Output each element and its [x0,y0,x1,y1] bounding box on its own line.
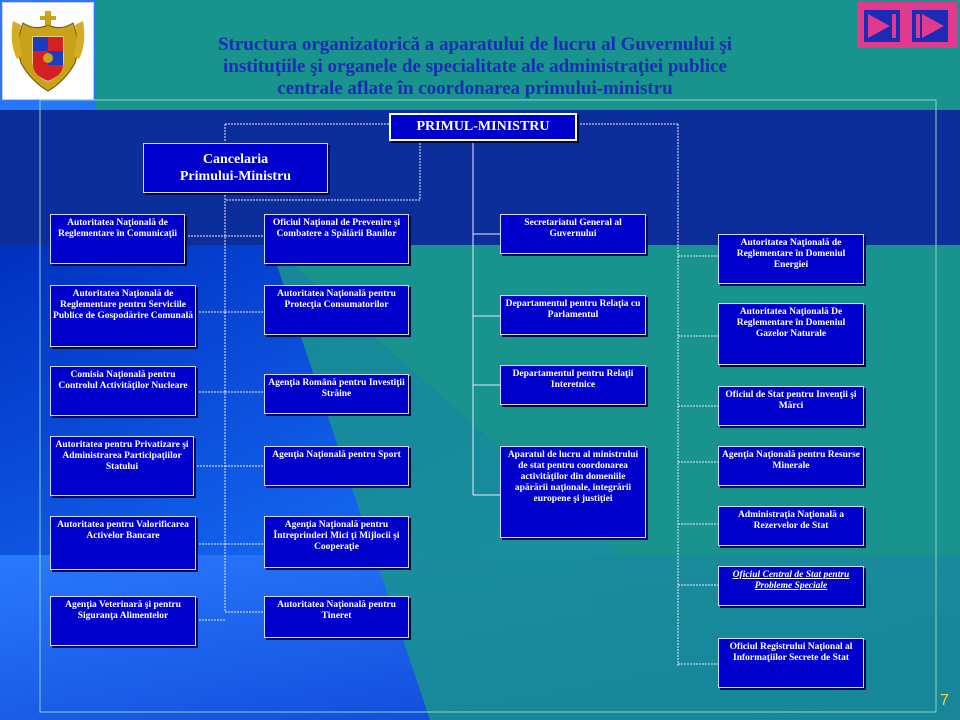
org-node-label: Agenţia Naţională pentru Sport [272,450,401,460]
org-node-middle-2: Autoritatea Naţională pentru Protecţia C… [264,285,409,335]
slide-navigation [857,2,957,48]
skip-back-icon[interactable] [864,10,900,42]
org-node-label: Autoritatea pentru Valorificarea Activel… [57,520,189,541]
org-node-center-4: Aparatul de lucru al ministrului de stat… [500,446,646,538]
title-line-3: centrale aflate în coordonarea primului-… [277,78,673,99]
org-node-label: Administraţia Naţională a Rezervelor de … [737,510,845,531]
org-node-middle-3: Agenţia Română pentru Investiţii Străine [264,374,409,414]
page-number: 7 [940,692,949,709]
org-node-middle-4: Agenţia Naţională pentru Sport [264,446,409,486]
prime-minister-label: PRIMUL-MINISTRU [416,119,550,134]
chancellery-label-1: Cancelaria [202,152,269,167]
org-node-middle-5: Agenţia Naţională pentru Întreprinderi M… [264,516,409,568]
org-node-middle-6: Autoritatea Naţională pentru Tineret [264,596,409,638]
org-node-label: Oficiul Central de Stat pentru Probleme … [732,570,850,591]
org-node-right-2: Autoritatea Naţională De Reglementare în… [718,303,864,365]
org-node-label: Oficiul de Stat pentru Invenţii şi Mărci [725,390,857,411]
org-node-left-5: Autoritatea pentru Valorificarea Activel… [50,516,196,570]
org-node-label: Autoritatea Naţională de Reglementare în… [57,218,178,239]
org-node-label: Agenţia Naţională pentru Resurse Mineral… [721,450,860,471]
org-node-label: Secretariatul General al Guvernului [524,218,622,239]
org-node-left-4: Autoritatea pentru Privatizare şi Admini… [50,436,194,496]
org-node-label: Autoritatea Naţională De Reglementare în… [736,307,846,339]
org-node-left-2: Autoritatea Naţională de Reglementare pe… [50,285,196,347]
org-node-left-6: Agenţia Veterinară şi pentru Siguranţa A… [50,596,196,646]
org-node-left-1: Autoritatea Naţională de Reglementare în… [50,214,185,264]
org-node-middle-1: Oficiul Naţional de Prevenire şi Combate… [264,214,409,264]
org-node-label: Oficiul Registrului Naţional al Informaţ… [729,642,853,663]
org-node-center-3: Departamentul pentru Relaţii Interetnice [500,365,646,405]
slide-title: Structura organizatorică a aparatului de… [100,34,850,100]
org-node-label: Autoritatea Naţională pentru Tineret [277,600,396,621]
org-node-right-3: Oficiul de Stat pentru Invenţii şi Mărci [718,386,864,426]
title-line-2: instituţiile şi organele de specialitate… [223,56,727,77]
org-node-center-1: Secretariatul General al Guvernului [500,214,646,254]
org-node-left-3: Comisia Naţională pentru Controlul Activ… [50,366,196,416]
org-node-label: Autoritatea Naţională de Reglementare în… [736,238,846,270]
org-node-label: Agenţia Veterinară şi pentru Siguranţa A… [65,600,181,621]
org-node-label: Autoritatea Naţională de Reglementare pe… [53,289,193,321]
org-node-label: Autoritatea Naţională pentru Protecţia C… [277,289,396,310]
org-node-right-6: Oficiul Central de Stat pentru Probleme … [718,566,864,606]
org-node-right-7: Oficiul Registrului Naţional al Informaţ… [718,638,864,688]
org-node-label: Oficiul Naţional de Prevenire şi Combate… [272,218,401,239]
chancellery-node: Cancelaria Primului-Ministru [143,143,328,193]
org-node-label: Comisia Naţională pentru Controlul Activ… [58,370,188,391]
org-node-center-2: Departamentul pentru Relaţia cu Parlamen… [500,295,646,335]
chancellery-label-2: Primului-Ministru [179,169,292,184]
org-node-label: Departamentul pentru Relaţii Interetnice [512,369,634,390]
org-node-right-1: Autoritatea Naţională de Reglementare în… [718,234,864,284]
org-node-label: Aparatul de lucru al ministrului de stat… [507,450,639,504]
org-node-label: Departamentul pentru Relaţia cu Parlamen… [505,299,641,320]
org-node-label: Agenţia Naţională pentru Întreprinderi M… [273,520,400,552]
romanian-coat-of-arms-icon [2,2,94,100]
skip-forward-icon[interactable] [912,10,948,42]
org-node-right-4: Agenţia Naţională pentru Resurse Mineral… [718,446,864,486]
prime-minister-node: PRIMUL-MINISTRU [389,113,577,141]
org-node-label: Agenţia Română pentru Investiţii Străine [268,378,405,399]
org-node-label: Autoritatea pentru Privatizare şi Admini… [55,440,189,472]
title-line-1: Structura organizatorică a aparatului de… [217,34,733,55]
org-node-right-5: Administraţia Naţională a Rezervelor de … [718,506,864,546]
